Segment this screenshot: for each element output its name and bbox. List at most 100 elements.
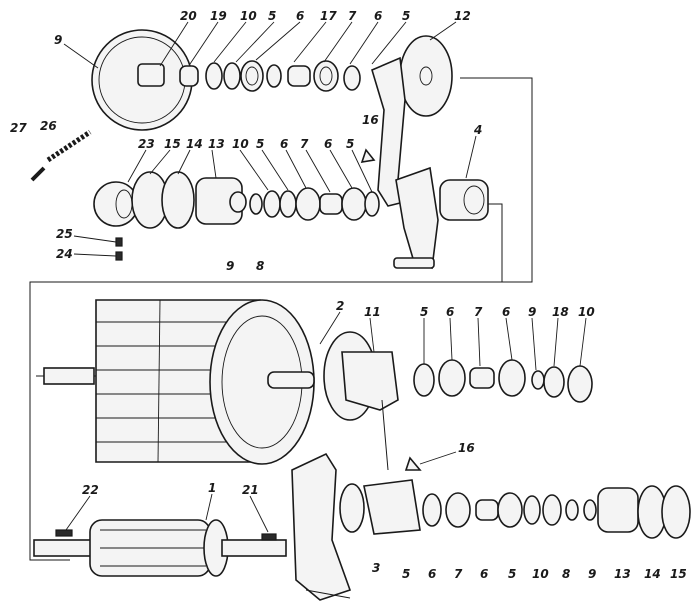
part-1-shaft-right xyxy=(221,539,287,557)
drum-shaft-right xyxy=(267,371,315,389)
callout-9-bottom: 9 xyxy=(588,567,596,581)
part-4-bore xyxy=(463,185,485,215)
part-8b-ring xyxy=(565,499,579,521)
callout-1: 1 xyxy=(208,481,216,495)
part-10c-ring xyxy=(567,365,593,403)
part-25-leader xyxy=(73,235,117,243)
part-12-disk xyxy=(399,35,453,117)
part-5c-washer xyxy=(364,191,380,217)
part-6h-bearing xyxy=(445,492,471,528)
part-16-pin-bottom xyxy=(404,456,422,471)
part-14-ring xyxy=(161,171,195,229)
part-27-link xyxy=(30,166,46,182)
part-16-pin-top xyxy=(360,148,376,164)
part-6g-bearing xyxy=(498,359,526,397)
callout-13-mid: 13 xyxy=(208,137,225,151)
bottom-arm-housing xyxy=(363,479,421,535)
callout-22: 22 xyxy=(82,483,99,497)
callout-labels: 9 20 19 10 5 6 17 7 6 5 12 16 4 26 27 23… xyxy=(10,9,687,581)
callout-13-bottom: 13 xyxy=(614,567,631,581)
part-7c-spacer xyxy=(469,367,495,389)
part-5e-washer xyxy=(422,493,442,527)
callout-21: 21 xyxy=(242,483,259,497)
callout-6-mid-b: 6 xyxy=(324,137,332,151)
part-13b-housing xyxy=(597,487,639,533)
part-6e-bearing xyxy=(341,187,367,221)
callout-8-bottom: 8 xyxy=(562,567,570,581)
callout-6-bottom-b: 6 xyxy=(480,567,488,581)
part-11-arm-hub xyxy=(341,351,399,411)
part-10b-ring xyxy=(263,190,281,218)
part-6i-bearing xyxy=(497,492,523,528)
callout-5-bottom-b: 5 xyxy=(508,567,516,581)
part-10-ring xyxy=(205,62,223,90)
callout-6-top-b: 6 xyxy=(374,9,382,23)
part-5f-washer xyxy=(523,495,541,525)
part-6-bearing-race xyxy=(245,66,259,86)
callout-7-drum: 7 xyxy=(474,305,483,319)
callout-7-top: 7 xyxy=(348,9,357,23)
callout-5-top-a: 5 xyxy=(268,9,276,23)
callout-5-mid-b: 5 xyxy=(346,137,354,151)
part-5b-washer xyxy=(279,190,297,218)
callout-10-drum: 10 xyxy=(578,305,595,319)
part-20-hub xyxy=(137,63,165,87)
bottom-ring-left xyxy=(339,483,365,533)
part-17-spacer xyxy=(287,65,311,87)
top-shaft-group xyxy=(29,29,533,561)
assembly-axis-line xyxy=(29,77,533,561)
callout-26: 26 xyxy=(40,119,57,133)
second-arm-housing xyxy=(395,166,439,270)
callout-5-top-b: 5 xyxy=(402,9,410,23)
part-6f-bearing xyxy=(438,359,466,397)
callout-3: 3 xyxy=(372,561,380,575)
part-11-arm-link xyxy=(381,399,389,471)
part-21-key xyxy=(261,533,277,541)
chain-group xyxy=(30,129,92,182)
callout-6-mid-a: 6 xyxy=(280,137,288,151)
callout-2: 2 xyxy=(336,299,344,313)
callout-9-drum: 9 xyxy=(528,305,536,319)
callout-6-top-a: 6 xyxy=(296,9,304,23)
part-9c-cap xyxy=(531,370,545,390)
part-24-leader xyxy=(73,253,117,257)
bottom-group xyxy=(33,452,691,601)
callout-16-bottom: 16 xyxy=(458,441,475,455)
part-7-bearing xyxy=(313,60,339,92)
callout-6-drum-a: 6 xyxy=(446,305,454,319)
part-25-screw xyxy=(115,237,123,247)
callout-7-mid: 7 xyxy=(300,137,309,151)
part-12-disk-bore xyxy=(419,66,433,86)
callout-6-drum-b: 6 xyxy=(502,305,510,319)
part-6b-washer xyxy=(266,64,282,88)
callout-25: 25 xyxy=(56,227,73,241)
callout-10-top: 10 xyxy=(240,9,257,23)
part-4-axis xyxy=(488,203,503,282)
callout-14-bottom: 14 xyxy=(644,567,661,581)
part-5-washer xyxy=(223,62,241,90)
callout-9-top: 9 xyxy=(54,33,62,47)
callout-5-drum: 5 xyxy=(420,305,428,319)
part-1-roller-ribs xyxy=(100,529,206,567)
part-7-bearing-race xyxy=(319,66,333,86)
part-10d-ring xyxy=(542,494,562,526)
part-18-ring xyxy=(543,366,565,398)
second-shaft-group xyxy=(73,166,503,282)
callout-10-bottom: 10 xyxy=(532,567,549,581)
part-26-chain xyxy=(46,129,92,163)
part-24-screw xyxy=(115,251,123,261)
callout-20: 20 xyxy=(180,9,197,23)
part-22-key xyxy=(55,529,73,537)
callout-18: 18 xyxy=(552,305,569,319)
part-9d-cap xyxy=(583,499,597,521)
part-6d-bearing xyxy=(295,187,321,221)
callout-16-top: 16 xyxy=(362,113,379,127)
callout-17: 17 xyxy=(320,9,337,23)
part-1-shaft-left xyxy=(33,539,95,557)
callout-5-bottom-a: 5 xyxy=(402,567,410,581)
callout-12: 12 xyxy=(454,9,471,23)
part-7b-spacer xyxy=(319,193,343,215)
part-5d-washer xyxy=(413,363,435,397)
callout-15-mid: 15 xyxy=(164,137,181,151)
callout-23: 23 xyxy=(138,137,155,151)
